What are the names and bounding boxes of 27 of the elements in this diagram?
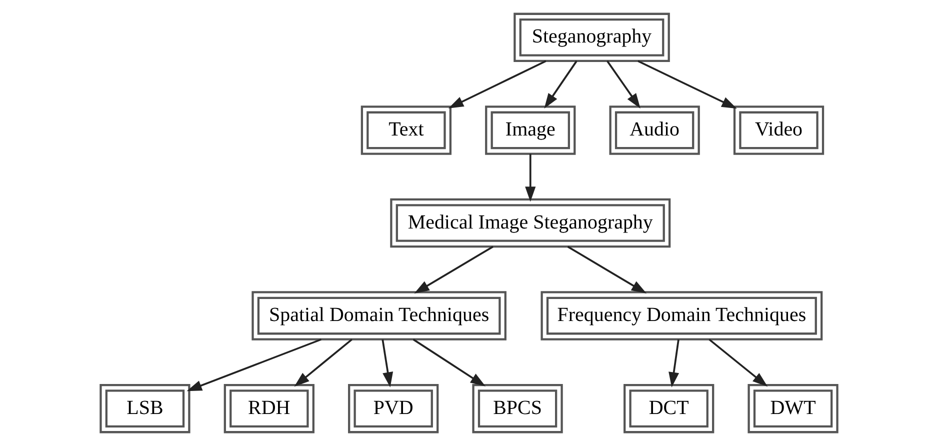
node-box: Text [360,106,452,155]
node-box: Image [485,106,576,155]
arrow [567,246,647,294]
arrow [525,154,536,202]
node-box: LSB [100,384,190,434]
node-box: RDH [224,384,314,434]
arrow [448,60,546,108]
arrow [294,338,352,387]
node-box: Audio [609,106,700,155]
node-box: Steganography [514,12,670,62]
arrow [708,338,768,387]
arrow [668,339,680,388]
arrow [638,60,737,109]
arrow [414,246,494,294]
arrow [186,338,322,392]
arrow [544,60,578,108]
node-box: BPCS [472,384,563,434]
node-box: DCT [624,384,714,434]
node-box: Video [733,106,824,155]
node-box: Frequency Domain Techniques [540,291,823,340]
node-box: PVD [348,384,439,434]
arrow [382,339,394,388]
node-box: DWT [748,384,838,434]
node-box: Spatial Domain Techniques [252,291,506,340]
node-box: Medical Image Steganography [390,198,671,248]
arrow [412,338,486,386]
arrow [606,60,640,108]
